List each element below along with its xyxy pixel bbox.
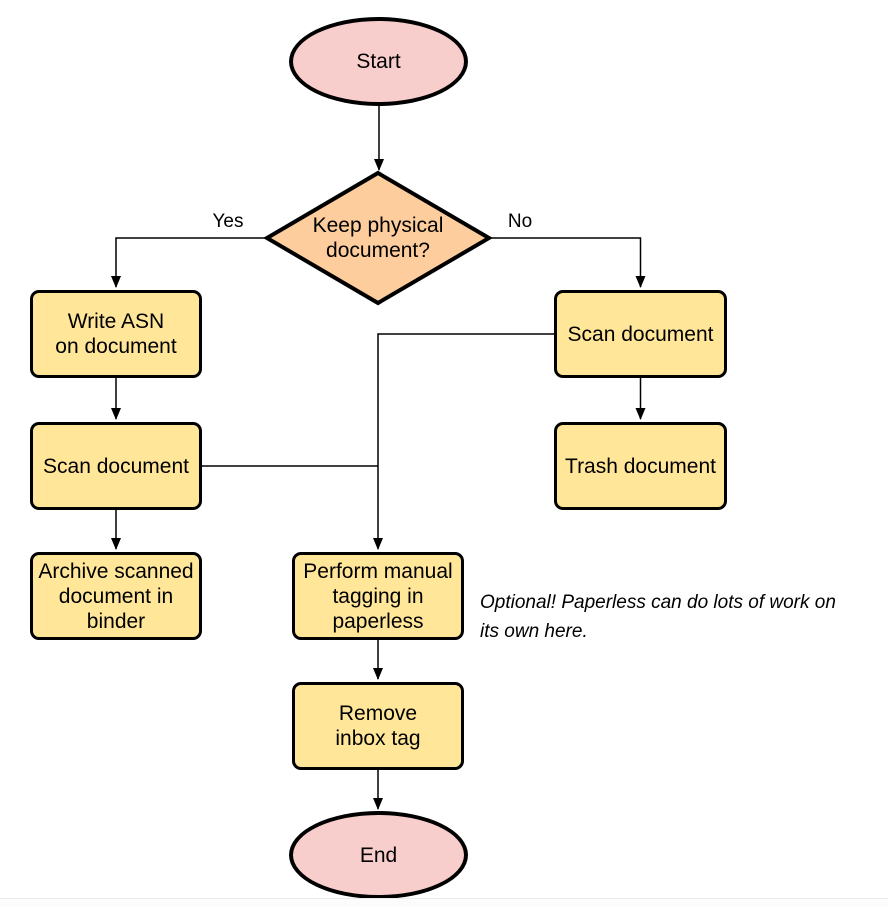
note-optional: Optional! Paperless can do lots of work … — [480, 592, 836, 642]
node-scan-left-label: Scan document — [43, 454, 189, 478]
node-end: End — [289, 811, 468, 899]
node-scan-right-label: Scan document — [567, 322, 714, 346]
edge-decision-yes-to-write-asn — [111, 237, 265, 288]
node-trash: Trash document — [554, 422, 727, 510]
node-archive-label: Archive scanned document in binder — [38, 559, 194, 633]
node-end-label: End — [359, 843, 398, 867]
edge-label-yes: Yes — [212, 211, 244, 232]
node-start-label: Start — [356, 50, 401, 73]
node-trash-label: Trash document — [565, 454, 716, 478]
node-archive: Archive scanned document in binder — [30, 552, 202, 640]
edge-label-no: No — [507, 211, 533, 232]
node-remove-inbox: Remove inbox tag — [292, 682, 464, 770]
node-write-asn-label: Write ASN on document — [55, 310, 177, 358]
node-tagging: Perform manual tagging in paperless — [292, 552, 464, 640]
node-write-asn: Write ASN on document — [30, 290, 202, 378]
node-decision-label: Keep physical document? — [312, 214, 444, 262]
node-start: Start — [289, 17, 468, 106]
node-remove-inbox-label: Remove inbox tag — [335, 702, 421, 750]
edge-scan-right-to-tagging — [373, 333, 554, 550]
node-scan-left: Scan document — [30, 422, 202, 510]
node-decision: Keep physical document? — [267, 173, 489, 303]
decision-diamond-shape — [263, 170, 493, 306]
edge-decision-no-to-scan-right — [491, 237, 646, 288]
page-bottom-edge — [0, 898, 888, 907]
node-scan-right: Scan document — [554, 290, 727, 378]
node-tagging-label: Perform manual tagging in paperless — [303, 559, 453, 633]
